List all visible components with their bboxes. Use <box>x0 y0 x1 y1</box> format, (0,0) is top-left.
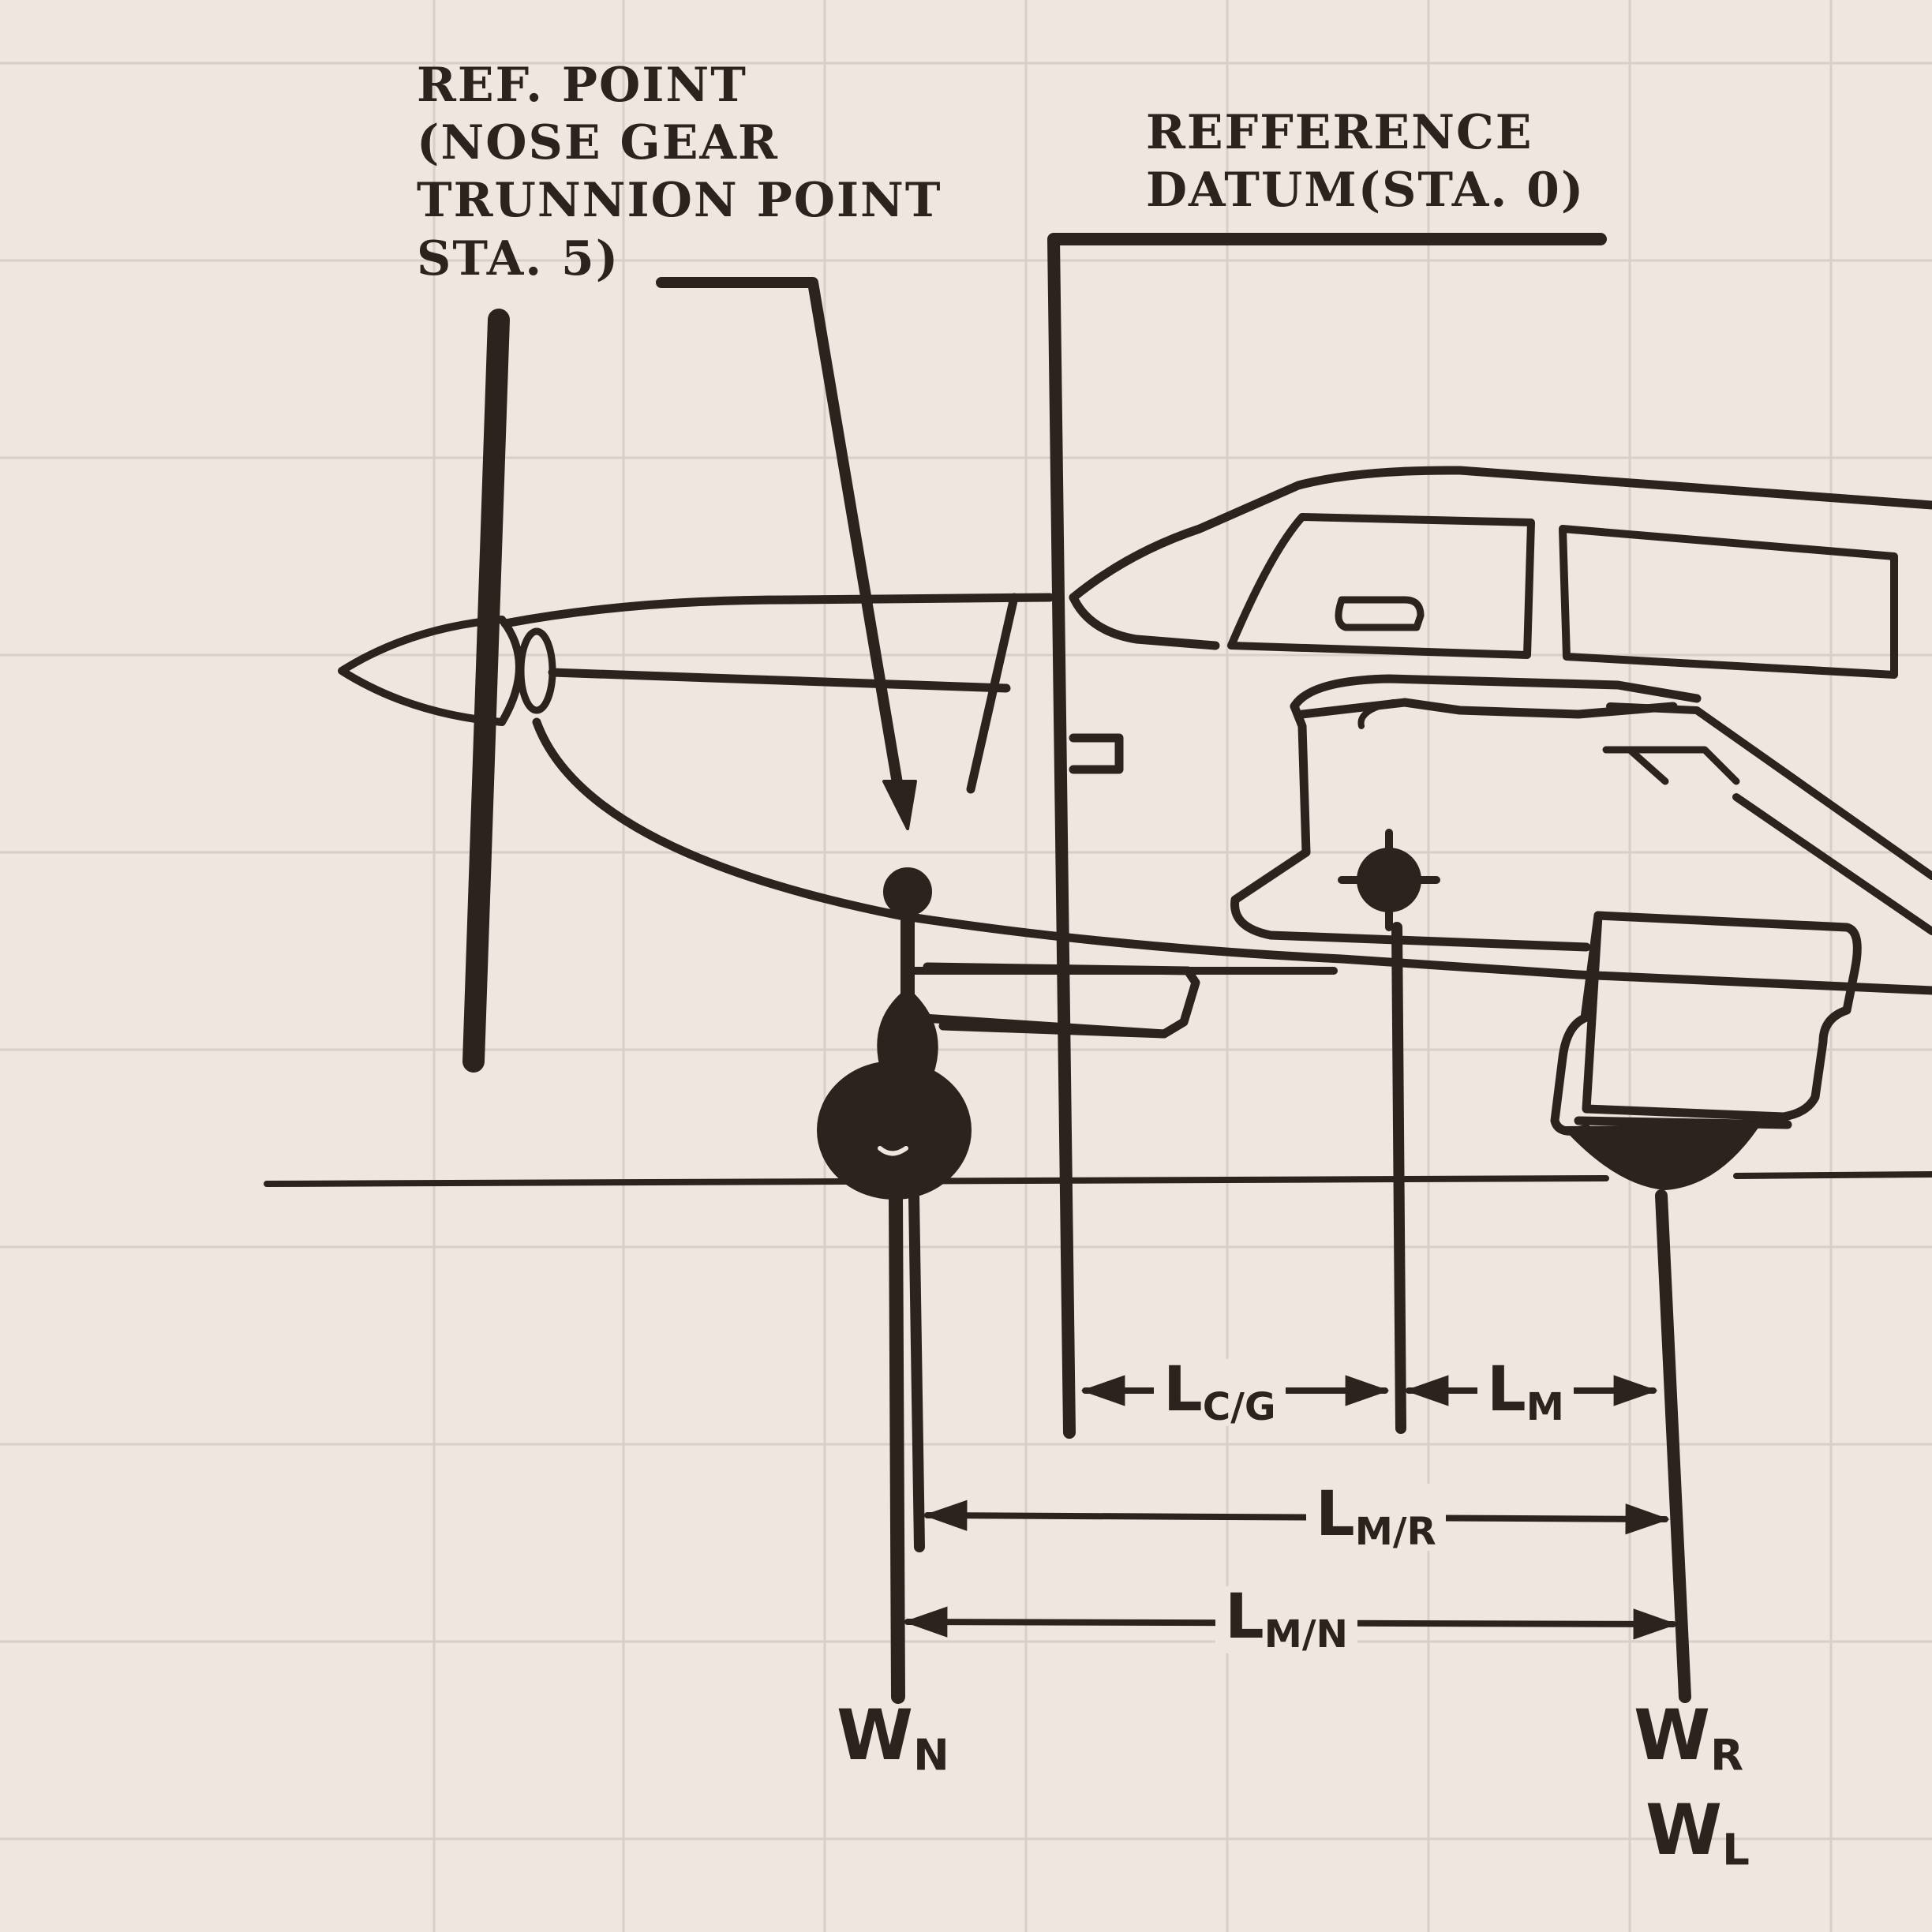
ref-point-line-1: REF. POINT <box>417 58 747 113</box>
ref-point-line-4: STA. 5) <box>417 230 620 286</box>
dim-line-lmr <box>923 1500 1670 1535</box>
ref-point-line-2: (NOSE GEAR <box>417 115 779 171</box>
main-gear-fairing <box>1550 911 1862 1136</box>
main-station-line <box>1655 1189 1691 1703</box>
ground-line <box>264 1171 1932 1187</box>
ref-point-label: REF. POINT (NOSE GEAR TRUNNION POINT STA… <box>417 57 942 288</box>
fuselage <box>500 466 1932 1039</box>
dim-label-lmn: LM/N <box>1215 1586 1357 1654</box>
ref-point-leader <box>656 277 905 803</box>
dim-label-lmr: LM/R <box>1306 1484 1446 1552</box>
dim-label-lm: LM <box>1477 1359 1574 1427</box>
datum-label: REFFERENCE DATUM(STA. 0) <box>1146 104 1585 219</box>
ref-point-line-3: TRUNNION POINT <box>417 173 942 229</box>
datum-line-1: REFFERENCE <box>1146 105 1533 160</box>
nose-gear <box>817 867 1338 1200</box>
weight-right-label: WR <box>1634 1694 1744 1780</box>
nose-station-line-inner <box>908 1190 925 1552</box>
weight-nose-label: WN <box>837 1694 949 1780</box>
datum-line-2: DATUM(STA. 0) <box>1146 163 1586 219</box>
main-wheel <box>1564 1125 1758 1190</box>
dim-label-lcg: LC/G <box>1154 1359 1286 1427</box>
propeller <box>338 309 556 1073</box>
cg-marker <box>1338 829 1440 1434</box>
nose-station-line <box>889 1189 905 1704</box>
datum-line <box>1047 233 1607 1439</box>
weight-left-label: WL <box>1646 1789 1750 1875</box>
